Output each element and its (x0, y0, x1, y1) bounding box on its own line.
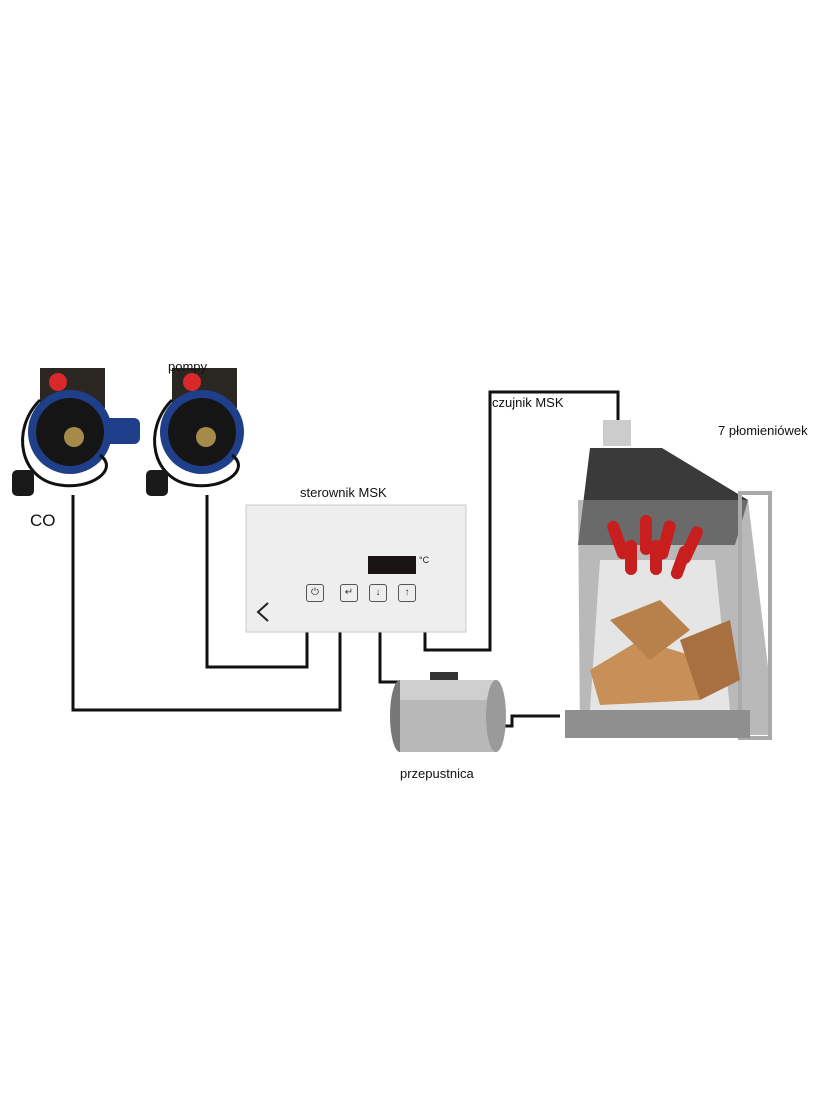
flue-tubes (607, 515, 703, 580)
damper (390, 672, 506, 752)
pumps-label: pompy (168, 359, 208, 374)
wire-pump-co (71, 495, 342, 712)
wire-pump-2 (205, 495, 309, 669)
wire-damper (378, 632, 425, 684)
wire-damper-stove (500, 714, 560, 728)
wires (71, 390, 620, 728)
up-button[interactable]: ↑ (398, 584, 416, 602)
controller-label: sterownik MSK (300, 485, 387, 500)
controller-logo (256, 602, 269, 622)
firewood (590, 600, 740, 705)
controller-display (368, 556, 416, 574)
down-button[interactable]: ↓ (369, 584, 387, 602)
pump-2 (146, 368, 244, 496)
co-label: CO (30, 511, 56, 530)
wire-sensor (423, 390, 620, 652)
controller-panel (245, 504, 467, 633)
temperature-unit: °C (419, 555, 430, 565)
damper-label: przepustnica (400, 766, 474, 781)
pump-co (12, 368, 140, 496)
power-button[interactable]: ⏻ (306, 584, 324, 602)
enter-button[interactable]: ↵ (340, 584, 358, 602)
sensor-label: czujnik MSK (492, 395, 564, 410)
flue-tubes-label: 7 płomieniówek (718, 423, 808, 438)
stove (565, 420, 772, 740)
